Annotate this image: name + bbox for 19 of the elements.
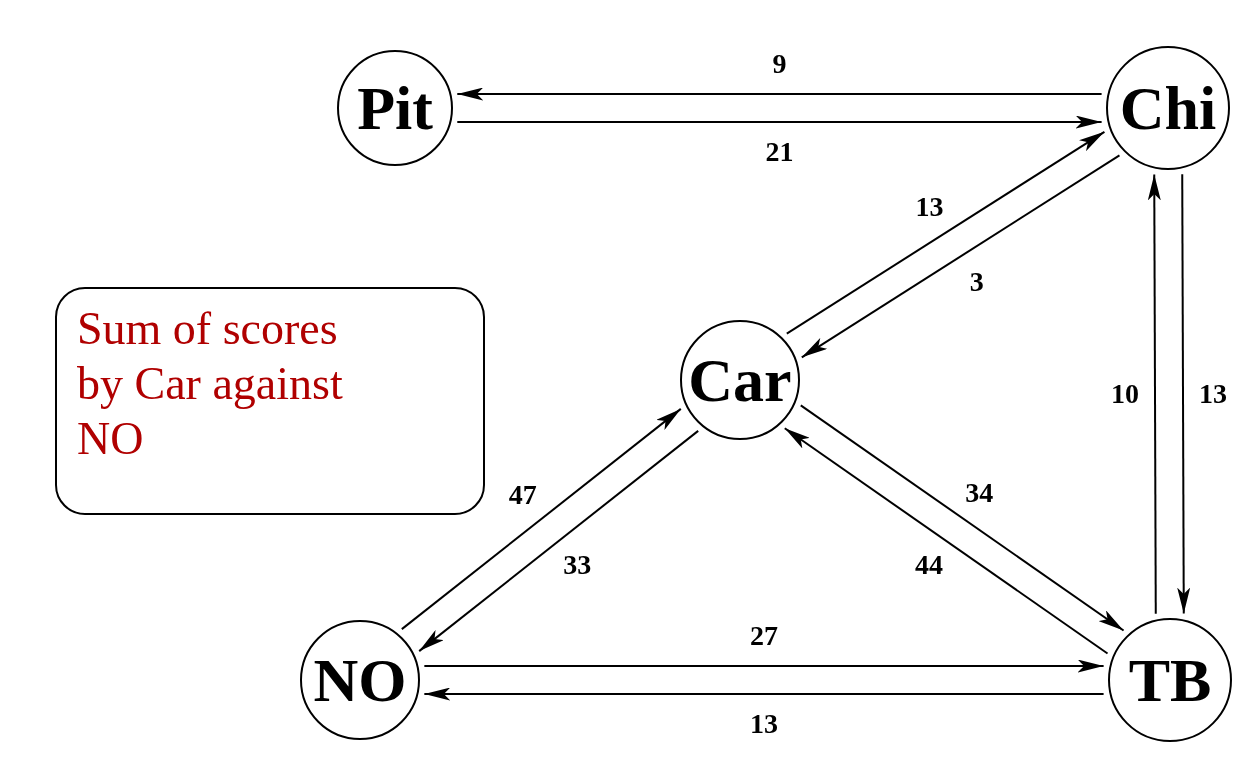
team-name: NO <box>313 649 407 711</box>
arrow <box>423 687 1105 701</box>
arrow <box>400 407 682 631</box>
arrow <box>456 87 1103 101</box>
team-name: TB <box>1128 649 1212 711</box>
arrow <box>456 115 1103 129</box>
arrow <box>418 429 700 653</box>
note-text: Sum of scores by Car against NO <box>77 302 344 467</box>
team-name: Car <box>688 349 792 411</box>
arrow <box>783 427 1109 655</box>
team-name: Pit <box>357 77 433 139</box>
arrow <box>1147 173 1161 615</box>
arrow <box>423 659 1105 673</box>
arrow <box>785 130 1106 335</box>
arrow <box>799 404 1125 632</box>
arrow <box>800 154 1121 359</box>
team-name: Chi <box>1119 77 1217 139</box>
note-box <box>55 287 485 515</box>
arrow <box>1177 173 1191 615</box>
